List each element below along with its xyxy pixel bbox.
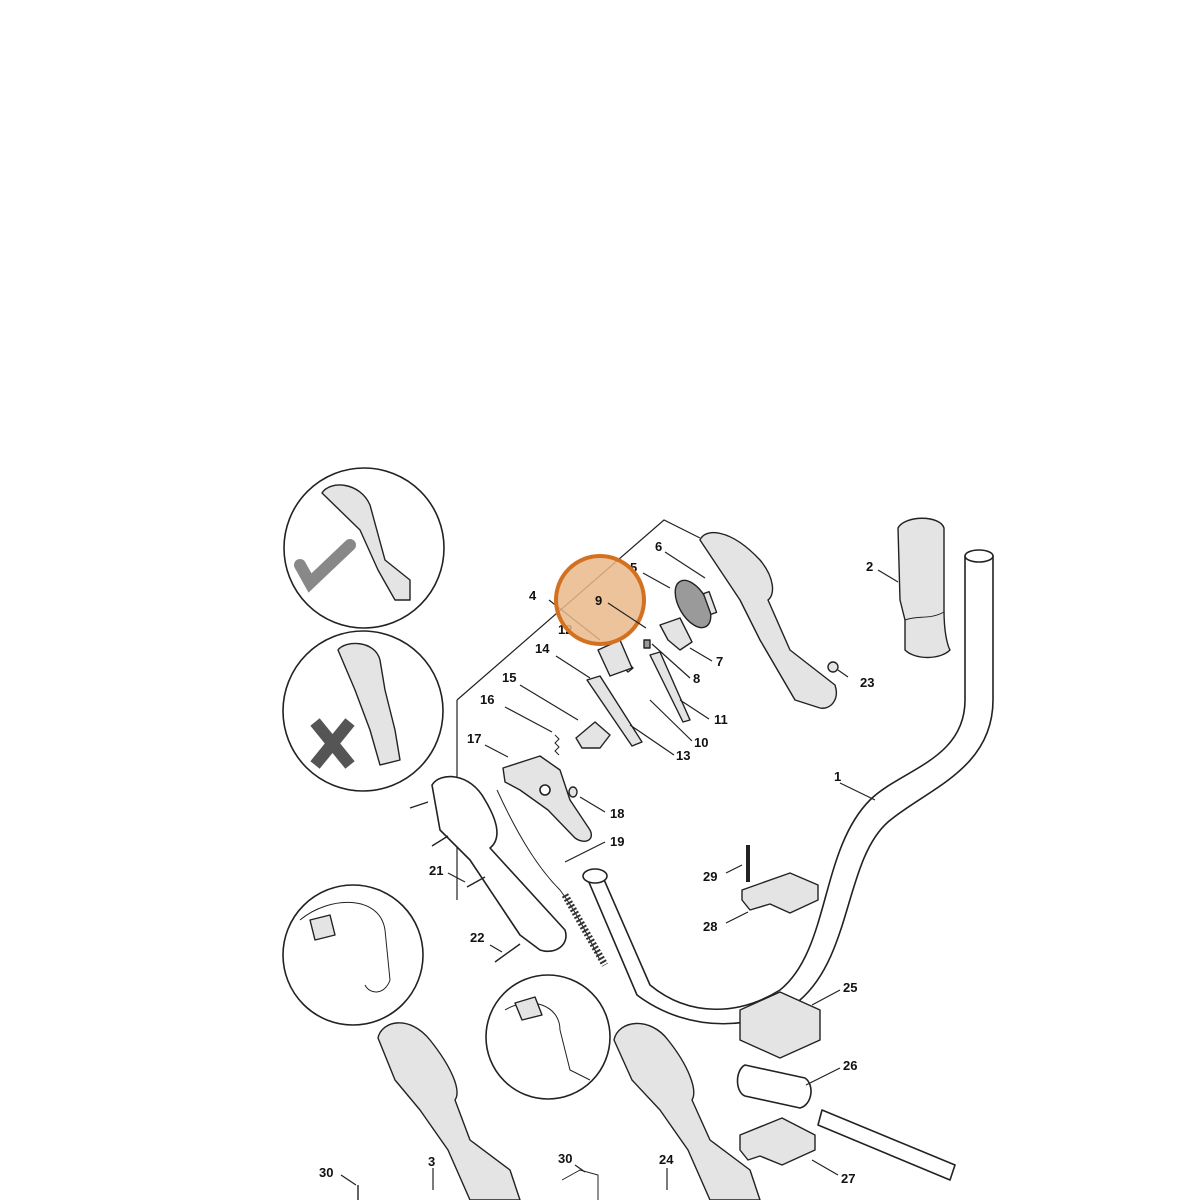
pin-6[interactable] [702,590,718,616]
sleeve-26[interactable] [736,1064,812,1109]
callout-10: 10 [694,735,708,750]
screw-21b[interactable] [431,835,449,847]
clamp-half-27[interactable] [739,1117,816,1166]
callout-24: 24 [659,1152,674,1167]
trigger-14[interactable] [586,675,643,747]
grip-sleeve[interactable] [897,517,951,659]
cable-19[interactable] [496,789,601,961]
callout-25: 25 [843,980,857,995]
callout-29: 29 [703,869,717,884]
mount-block-25[interactable] [739,991,821,1059]
callout-16: 16 [480,692,494,707]
callout-3: 3 [428,1154,435,1169]
wiring-inset-center [485,974,611,1100]
callout-9: 9 [595,593,602,608]
housing-shell[interactable] [699,531,837,709]
callout-17: 17 [467,731,481,746]
callout-30a: 30 [319,1165,333,1180]
handle-assembly-3[interactable] [377,1022,521,1200]
nut-23[interactable] [827,661,839,673]
cable-sheath-19[interactable] [561,893,609,967]
callout-11: 11 [714,712,728,727]
handlebar-tube[interactable] [582,549,994,1025]
wiring-inset-left [282,884,424,1026]
check-icon [294,539,356,593]
callout-5: 5 [630,560,637,575]
callout-7: 7 [716,654,723,669]
callout-1: 1 [834,769,841,784]
lock-15[interactable] [575,721,611,749]
callout-27: 27 [841,1171,855,1186]
lever-11[interactable] [649,651,691,723]
spring-16[interactable] [554,734,560,756]
callout-2: 2 [866,559,873,574]
callout-30b: 30 [558,1151,572,1166]
callout-19: 19 [610,834,624,849]
handle-shell-21[interactable] [431,775,567,952]
callout-4: 4 [529,588,537,603]
assembly-bracket-top [456,519,701,701]
callout-28: 28 [703,919,717,934]
callout-13: 13 [676,748,690,763]
callout-21: 21 [429,863,443,878]
callout-22: 22 [470,930,484,945]
cross-icon [310,718,355,769]
shaft-tube[interactable] [817,1109,956,1181]
lever-7[interactable] [659,617,693,651]
callout-14: 14 [535,641,550,656]
callout-15: 15 [502,670,516,685]
callout-labels: 1 2 3 4 5 6 7 8 10 11 12 13 14 15 16 17 … [319,539,874,1186]
callout-23: 23 [860,675,874,690]
highlight-part-9[interactable]: 9 [554,554,647,646]
bracket-30b[interactable] [561,1169,599,1200]
pin-8[interactable] [643,639,651,649]
callout-8: 8 [693,671,700,686]
incorrect-grip-inset [282,630,444,792]
screw-18[interactable] [568,786,578,798]
callout-18: 18 [610,806,624,821]
lower-housing-17[interactable] [502,755,592,842]
callout-6: 6 [655,539,662,554]
handle-assembly-24[interactable] [613,1022,761,1200]
correct-grip-inset [283,467,445,629]
screw-21a[interactable] [409,801,429,809]
screw-21c[interactable] [466,876,486,888]
clamp-half-28[interactable] [741,872,819,914]
callout-26: 26 [843,1058,857,1073]
screw-22[interactable] [494,943,521,963]
